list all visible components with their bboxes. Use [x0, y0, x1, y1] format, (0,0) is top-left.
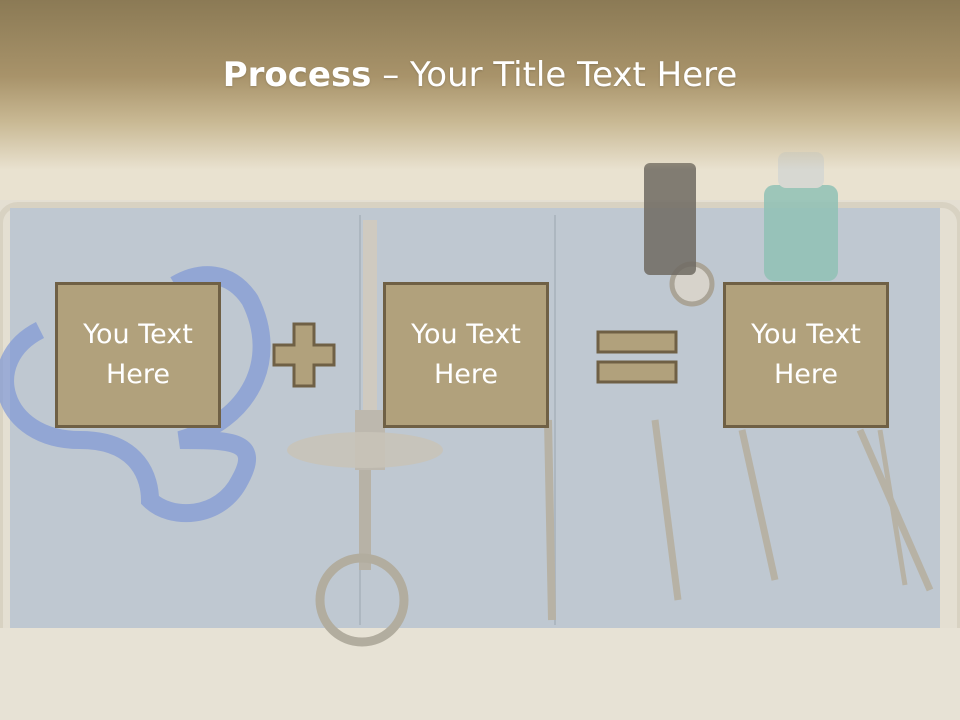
box-3-line-2: Here — [773, 359, 839, 390]
process-box-3[interactable]: You Text Here — [723, 282, 889, 428]
process-box-2[interactable]: You Text Here — [383, 282, 549, 428]
box-2-line-1: You Text — [411, 319, 521, 350]
box-3-line-1: You Text — [751, 319, 861, 350]
header-band — [0, 0, 960, 170]
box-1-line-2: Here — [105, 359, 171, 390]
process-box-1[interactable]: You Text Here — [55, 282, 221, 428]
plus-icon — [272, 322, 336, 388]
equals-icon — [596, 330, 678, 384]
box-2-line-2: Here — [433, 359, 499, 390]
title-rest: – Your Title Text Here — [371, 55, 738, 95]
slide-title[interactable]: Process – Your Title Text Here — [0, 52, 960, 98]
box-1-line-1: You Text — [83, 319, 193, 350]
title-bold: Process — [222, 55, 372, 95]
